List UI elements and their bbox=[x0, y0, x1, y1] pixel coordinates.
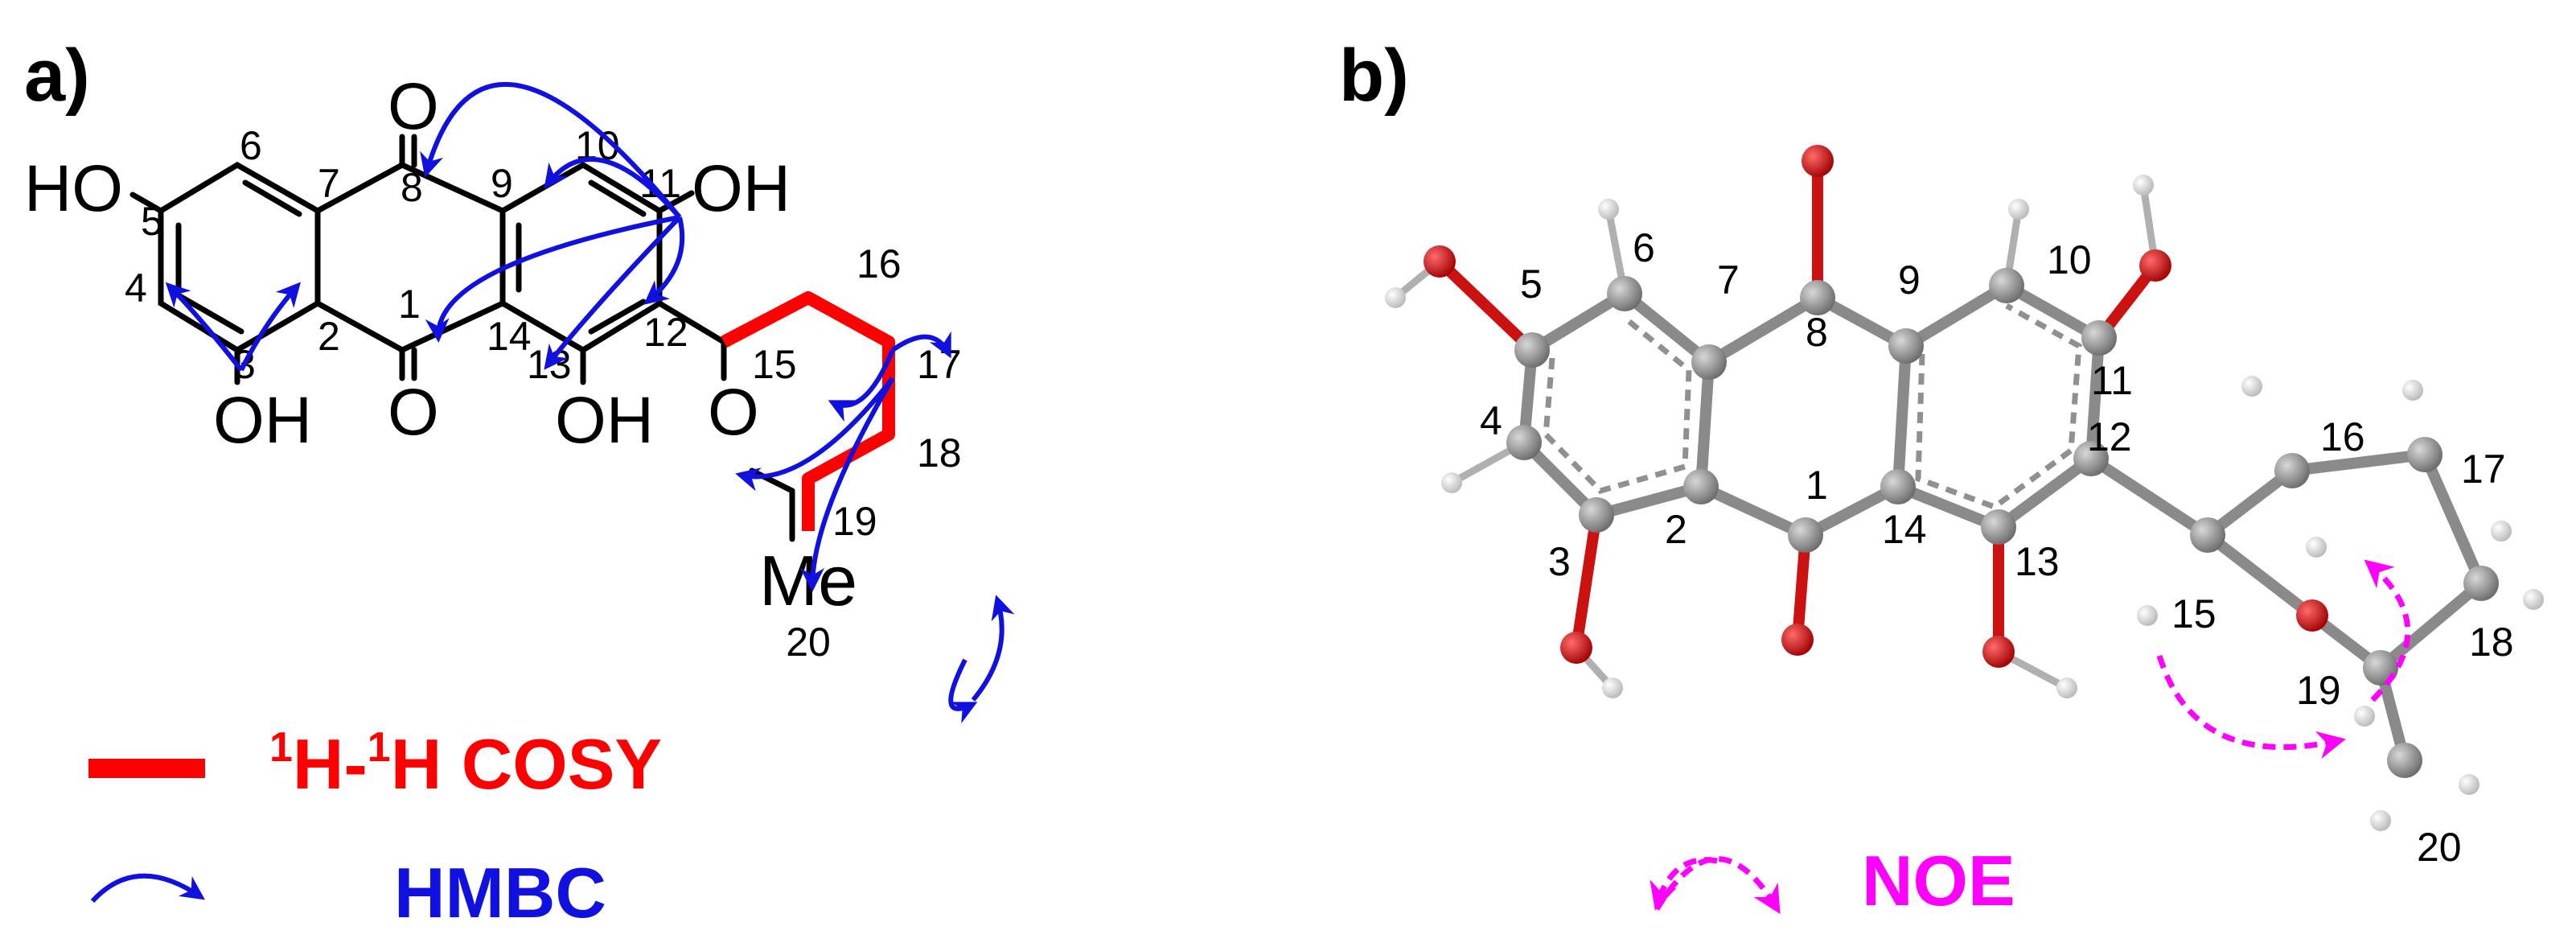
legend-noe: NOE bbox=[1650, 841, 2015, 920]
num-b-9: 9 bbox=[1898, 257, 1921, 303]
cosy-sup2: 1 bbox=[368, 724, 391, 771]
num-b-14: 14 bbox=[1882, 507, 1927, 552]
num-a-14: 14 bbox=[487, 314, 532, 359]
num-b-18: 18 bbox=[2469, 620, 2514, 665]
num-a-17: 17 bbox=[917, 342, 962, 387]
num-a-15: 15 bbox=[752, 342, 797, 387]
num-a-5: 5 bbox=[141, 199, 163, 244]
panel-b-numbering: 1 2 3 4 5 6 7 8 9 10 11 12 13 14 15 16 1… bbox=[1480, 225, 2514, 870]
atom-o8: O bbox=[388, 70, 439, 143]
svg-text:1H-1H COSY: 1H-1H COSY bbox=[269, 724, 662, 804]
num-a-4: 4 bbox=[125, 266, 147, 311]
num-b-12: 12 bbox=[2087, 414, 2132, 459]
num-b-7: 7 bbox=[1717, 257, 1740, 303]
panel-a-structure bbox=[129, 134, 795, 542]
atom-oh13: OH bbox=[555, 384, 654, 457]
panel-a-atom-labels: O O HO OH OH OH O Me bbox=[24, 70, 857, 620]
panel-a-label: a) bbox=[24, 35, 90, 117]
num-b-15: 15 bbox=[2171, 591, 2217, 636]
num-b-6: 6 bbox=[1633, 225, 1655, 270]
cosy-h2: H COSY bbox=[391, 724, 662, 804]
atom-oh11: OH bbox=[692, 152, 791, 225]
num-a-8: 8 bbox=[401, 165, 423, 210]
num-b-3: 3 bbox=[1548, 539, 1571, 584]
panel-b-label: b) bbox=[1339, 35, 1409, 117]
num-b-19: 19 bbox=[2296, 668, 2341, 713]
cosy-h1: H- bbox=[293, 724, 368, 804]
num-a-2: 2 bbox=[318, 314, 340, 359]
num-a-1: 1 bbox=[398, 282, 421, 327]
num-b-17: 17 bbox=[2461, 447, 2506, 492]
num-b-20: 20 bbox=[2417, 825, 2462, 870]
num-a-12: 12 bbox=[643, 310, 688, 355]
num-a-19: 19 bbox=[832, 499, 877, 544]
hmbc-label: HMBC bbox=[394, 853, 606, 933]
legend-cosy: 1H-1H COSY bbox=[88, 724, 662, 804]
num-b-8: 8 bbox=[1806, 310, 1828, 355]
num-b-13: 13 bbox=[2015, 539, 2060, 584]
hmbc-arrows bbox=[165, 81, 1015, 724]
num-a-16: 16 bbox=[857, 241, 902, 286]
num-b-16: 16 bbox=[2320, 414, 2365, 459]
num-a-9: 9 bbox=[491, 161, 513, 206]
num-b-1: 1 bbox=[1806, 463, 1828, 508]
num-b-10: 10 bbox=[2047, 237, 2092, 282]
atom-o19: O bbox=[708, 376, 759, 449]
panel-a-numbering: 1 2 3 4 5 6 7 8 9 10 11 12 13 14 15 16 1… bbox=[125, 123, 962, 665]
cosy-sup1: 1 bbox=[269, 724, 293, 771]
noe-label: NOE bbox=[1862, 841, 2015, 920]
num-a-20: 20 bbox=[786, 620, 831, 665]
num-a-7: 7 bbox=[318, 161, 340, 206]
num-b-5: 5 bbox=[1520, 261, 1543, 307]
legend-hmbc: HMBC bbox=[90, 853, 606, 933]
atom-ho5: HO bbox=[24, 152, 123, 225]
atom-oh3: OH bbox=[213, 384, 312, 457]
num-b-4: 4 bbox=[1480, 398, 1502, 443]
atom-o1: O bbox=[388, 376, 439, 449]
noe-arrows bbox=[2156, 559, 2411, 760]
atom-me: Me bbox=[759, 541, 857, 620]
num-a-6: 6 bbox=[240, 123, 262, 168]
num-a-18: 18 bbox=[917, 430, 962, 476]
num-b-2: 2 bbox=[1665, 507, 1687, 552]
panel-b-model bbox=[1385, 145, 2544, 831]
num-b-11: 11 bbox=[2091, 358, 2133, 403]
